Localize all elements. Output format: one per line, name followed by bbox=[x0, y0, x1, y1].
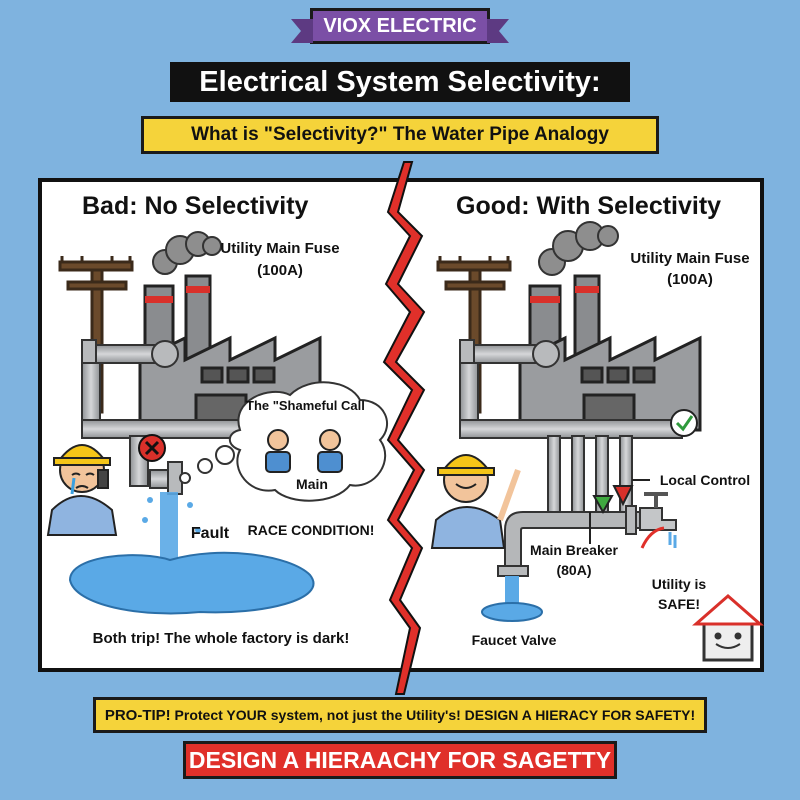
utility-pole-left-icon bbox=[58, 256, 134, 414]
page-title: Electrical System Selectivity: bbox=[170, 62, 630, 102]
tripped-breaker-icon bbox=[138, 434, 166, 462]
page-subtitle: What is "Selectivity?" The Water Pipe An… bbox=[141, 116, 659, 154]
left-fuse-rating: (100A) bbox=[257, 262, 303, 279]
water-spill-right bbox=[481, 532, 677, 622]
footer-banner: DESIGN A HIERAACHY FOR SAGETTY bbox=[183, 741, 617, 779]
protip-lead: PRO-TIP! bbox=[104, 707, 171, 724]
fault-label: Fault bbox=[190, 525, 230, 542]
water-spill-left bbox=[68, 492, 315, 615]
faucet-valve-label: Faucet Valve bbox=[471, 632, 557, 648]
worker-crying-icon bbox=[46, 444, 118, 536]
left-fuse-label: Utility Main Fuse bbox=[220, 240, 340, 257]
thought-title: The "Shameful Call bbox=[246, 398, 365, 413]
utility-safe-line1: Utility is bbox=[651, 576, 707, 592]
worker-happy-icon bbox=[430, 454, 521, 549]
smoke-left-icon bbox=[152, 231, 222, 275]
right-heading: Good: With Selectivity bbox=[456, 192, 722, 220]
lightning-divider bbox=[382, 161, 426, 695]
race-condition-label: RACE CONDITION! bbox=[247, 522, 375, 538]
red-arrow-icon bbox=[612, 485, 634, 507]
protip-text: Protect YOUR system, not just the Utilit… bbox=[174, 707, 696, 723]
protip-bar: PRO-TIP! Protect YOUR system, not just t… bbox=[93, 697, 707, 733]
smoke-right-icon bbox=[538, 221, 619, 276]
right-fuse-rating: (100A) bbox=[667, 271, 713, 288]
red-curved-arrow-icon bbox=[640, 526, 665, 549]
right-fuse-label: Utility Main Fuse bbox=[630, 250, 750, 267]
fighting-men-icon bbox=[265, 429, 343, 473]
utility-safe-line2: SAFE! bbox=[658, 596, 700, 612]
house-icon bbox=[692, 594, 764, 662]
checkmark-icon bbox=[670, 409, 698, 437]
left-caption: Both trip! The whole factory is dark! bbox=[92, 630, 350, 647]
green-arrow-icon bbox=[592, 495, 614, 515]
local-control-label: Local Control bbox=[659, 472, 751, 488]
main-breaker-rating: (80A) bbox=[556, 562, 592, 578]
utility-pole-right-icon bbox=[436, 256, 512, 414]
pipe-network-right bbox=[459, 339, 683, 577]
thought-main: Main bbox=[296, 476, 328, 492]
brand-banner: VIOX ELECTRIC bbox=[291, 8, 509, 44]
left-heading: Bad: No Selectivity bbox=[82, 192, 309, 220]
main-breaker-label: Main Breaker bbox=[530, 542, 618, 558]
